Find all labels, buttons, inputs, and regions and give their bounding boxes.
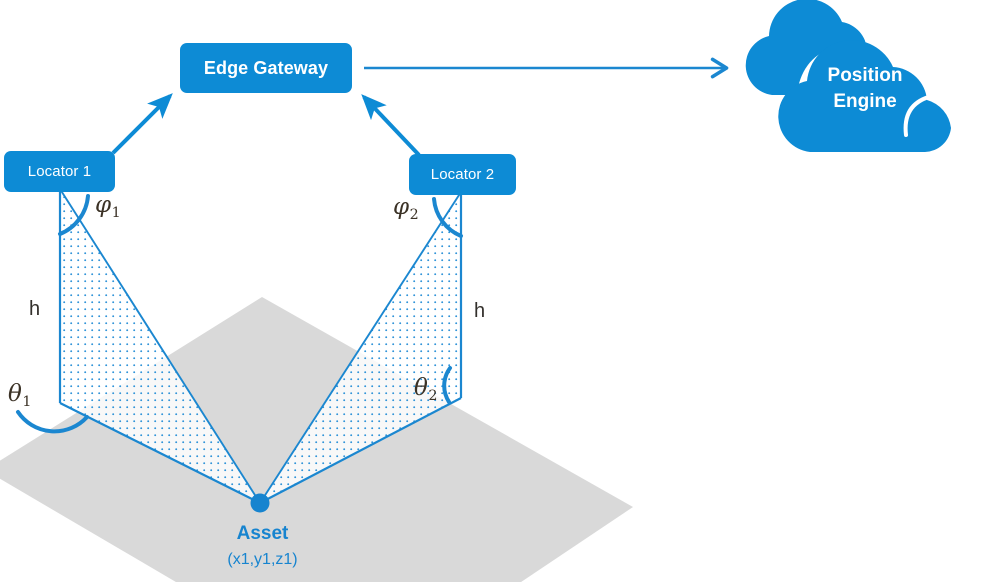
edge-gateway-label: Edge Gateway [203,57,329,78]
theta1-label: θ1 [8,381,32,410]
phi2-symbol: φ [393,194,410,220]
theta2-symbol: θ [414,375,428,401]
locator2-height-label: h [474,300,486,322]
edge-gateway-node[interactable]: Edge Gateway [180,43,352,93]
locator2-ground-line [259,397,462,504]
asset-marker-dot[interactable] [250,493,270,513]
locator1-label: Locator 1 [27,163,92,180]
phi1-symbol: φ [95,192,112,218]
phi2-angle-arc [432,197,463,238]
locator2-to-gateway-arrow [361,94,421,157]
locator2-sight-line [259,191,462,504]
cloud-inner-arc [903,93,939,137]
locator1-sight-line [59,188,261,504]
asset-coordinates-label: (x1,y1,z1) [227,551,298,568]
phi1-label: φ1 [95,192,121,221]
phi1-angle-arc [58,194,90,236]
theta2-angle-arc [442,366,452,404]
theta2-subscript: 2 [428,387,438,404]
locator1-to-gateway-arrow [111,93,173,155]
phi1-subscript: 1 [111,204,121,221]
phi2-subscript: 2 [409,206,419,223]
theta1-subscript: 1 [22,393,32,410]
locator1-height-label: h [29,298,41,320]
locator1-node[interactable]: Locator 1 [4,151,115,192]
locator2-node[interactable]: Locator 2 [409,154,516,195]
phi2-label: φ2 [393,194,419,223]
locator2-label: Locator 2 [430,166,495,183]
asset-label: Asset [236,523,289,544]
locator1-ground-line [59,402,261,504]
theta1-symbol: θ [8,381,22,407]
theta2-label: θ2 [414,375,438,404]
theta1-angle-arc [16,410,89,434]
